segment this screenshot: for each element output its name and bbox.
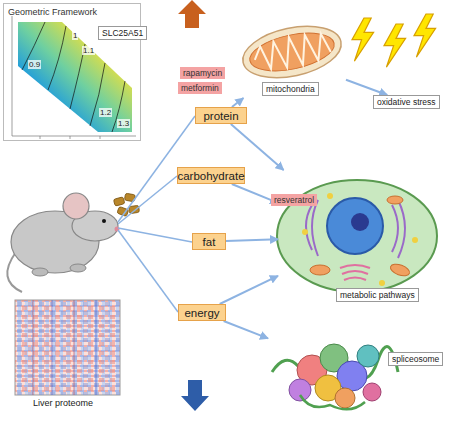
cell	[302, 229, 308, 235]
nutrient-box: carbohydrate	[177, 167, 245, 184]
lightning	[384, 24, 406, 67]
mouse-links	[118, 176, 177, 224]
mouse	[102, 219, 106, 223]
heatmap	[52, 300, 53, 395]
food-pellets	[113, 197, 124, 206]
label-box: SLC25A51	[98, 26, 147, 40]
cell	[340, 265, 370, 280]
node-label: energy	[184, 307, 219, 319]
mouse	[7, 193, 119, 292]
drug-tag: metformin	[178, 82, 222, 94]
lightning	[352, 14, 436, 67]
mouse	[32, 268, 48, 276]
illustration-node: mitochondria	[238, 22, 346, 98]
node-label: oxidative stress	[377, 97, 436, 107]
lightning	[414, 14, 436, 57]
illustration-node: spliceosome	[268, 333, 444, 413]
mouse	[63, 193, 89, 219]
spliceosome-illustration	[272, 344, 398, 409]
cell	[310, 265, 330, 275]
node-label: fat	[203, 236, 216, 248]
lightning	[352, 18, 374, 61]
node-label: SLC25A51	[102, 28, 143, 38]
node-label: metabolic pathways	[336, 288, 419, 302]
node-label: resveratrol	[274, 195, 314, 205]
geometric-plot	[48, 26, 66, 90]
heatmap	[15, 300, 120, 395]
geometric-plot	[100, 136, 101, 139]
cell	[379, 280, 385, 286]
drug-tag: resveratrol	[271, 194, 317, 206]
spliceosome-illustration	[289, 379, 311, 401]
heatmap	[33, 300, 34, 395]
spliceosome-illustration	[300, 395, 365, 409]
label-box: oxidative stress	[373, 95, 440, 109]
up-arrow	[178, 0, 206, 28]
geometric-plot	[12, 136, 136, 137]
panel-title: Geometric Framework	[8, 7, 97, 17]
mouse-links	[118, 228, 192, 242]
illustration-node: metabolic pathways	[278, 170, 442, 303]
heatmap	[96, 300, 97, 395]
spliceosome-illustration	[357, 345, 379, 367]
node-label: spliceosome	[388, 352, 443, 366]
arrow-connector	[224, 321, 268, 338]
contour-value: 1.2	[99, 108, 112, 117]
drug-tag: rapamycin	[180, 67, 225, 79]
node-label: metformin	[181, 83, 219, 93]
mouse	[70, 264, 86, 272]
heatmap	[15, 300, 120, 395]
spliceosome-illustration	[363, 383, 381, 401]
nutrient-box: energy	[178, 304, 226, 321]
mouse-links	[118, 116, 195, 312]
nutrient-box: protein	[195, 107, 247, 124]
node-label: protein	[203, 110, 238, 122]
heatmap	[74, 300, 75, 395]
arrow-connector	[346, 80, 387, 95]
cell	[389, 262, 411, 278]
spliceosome-illustration	[335, 388, 355, 408]
mitochondrion	[246, 26, 337, 77]
down-arrow	[181, 380, 209, 411]
arrow-connector	[226, 239, 278, 241]
arrow-connector	[231, 124, 284, 170]
mouse-links	[118, 230, 178, 312]
node-label: mitochondria	[262, 82, 319, 96]
contour-value: 0.9	[28, 60, 41, 69]
geometric-plot	[70, 136, 71, 139]
mitochondrion	[238, 18, 346, 86]
contour-value: 1.1	[82, 46, 95, 55]
contour-value: 1	[72, 31, 78, 40]
geometric-plot	[40, 136, 41, 139]
node-label: rapamycin	[183, 68, 222, 78]
node-label: carbohydrate	[177, 170, 244, 182]
nutrient-box: fat	[192, 233, 226, 250]
arrow-connector	[232, 98, 244, 107]
heatmap	[15, 300, 120, 395]
geometric-plot	[12, 16, 13, 136]
contour-value: 1.3	[117, 119, 130, 128]
cell	[412, 237, 418, 243]
mitochondrion	[252, 29, 333, 74]
food-pellets	[129, 205, 140, 213]
mitochondrion	[238, 18, 346, 86]
cell	[327, 198, 383, 254]
geometric-plot	[22, 22, 45, 70]
panel-caption: Liver proteome	[33, 398, 93, 408]
cell	[387, 196, 403, 204]
cell	[327, 193, 333, 199]
arrow-connector	[220, 276, 278, 304]
cell	[351, 213, 369, 231]
